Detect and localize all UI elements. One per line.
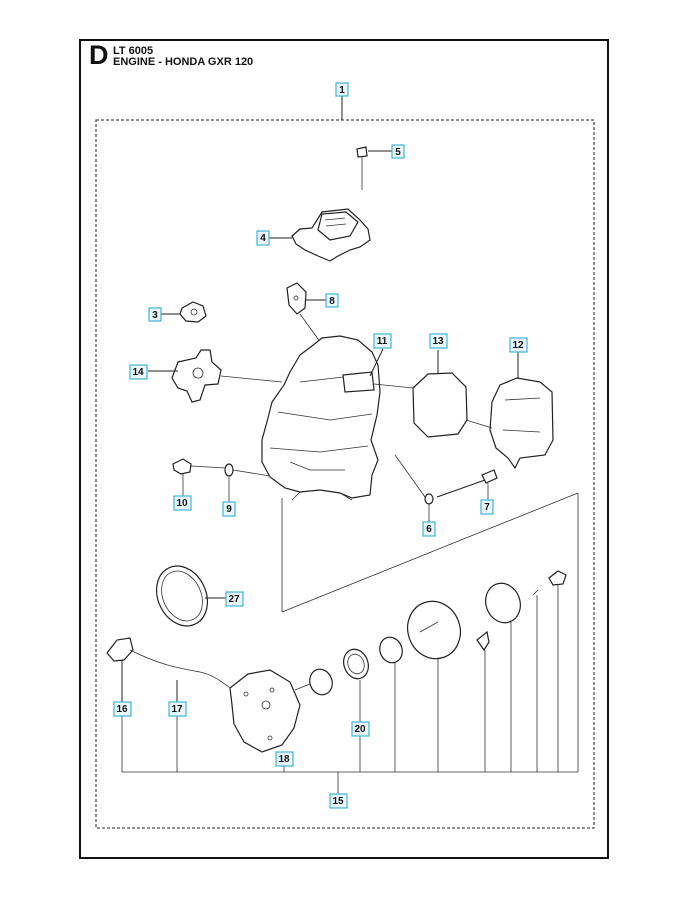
- part-dipstick: [436, 469, 498, 498]
- assembly-outline: [95, 119, 595, 829]
- callout-8: 8: [325, 293, 339, 308]
- svg-text:15: 15: [332, 796, 344, 807]
- callout-3: 3: [148, 307, 162, 322]
- callout-1: 1: [335, 82, 349, 97]
- part-starter-handle: [106, 637, 134, 662]
- callout-20: 20: [351, 721, 370, 737]
- svg-text:11: 11: [377, 336, 388, 347]
- svg-text:1: 1: [339, 85, 345, 96]
- callout-13: 13: [429, 333, 448, 349]
- callout-6: 6: [422, 521, 436, 537]
- svg-text:16: 16: [116, 704, 128, 715]
- svg-text:14: 14: [132, 367, 144, 378]
- part-friction-plate: [485, 582, 521, 624]
- svg-text:5: 5: [395, 147, 401, 158]
- part-small-gasket: [286, 282, 307, 315]
- callout-11: 11: [373, 333, 392, 349]
- svg-text:10: 10: [176, 498, 188, 509]
- callout-9: 9: [222, 501, 236, 517]
- part-plate: [379, 636, 403, 664]
- part-cover: [291, 208, 371, 262]
- svg-text:13: 13: [432, 336, 444, 347]
- part-o-ring: [224, 463, 234, 477]
- part-screw: [356, 146, 368, 190]
- part-gasket-13: [412, 372, 468, 438]
- svg-text:6: 6: [426, 524, 432, 535]
- part-recoil-housing: [229, 669, 301, 753]
- callout-5: 5: [391, 144, 405, 159]
- svg-text:18: 18: [278, 754, 290, 765]
- part-recoil-reel: [343, 648, 369, 680]
- callout-14: 14: [129, 364, 148, 380]
- part-engine-block: [261, 335, 381, 501]
- callout-4: 4: [256, 230, 270, 246]
- callout-7: 7: [480, 499, 494, 515]
- callout-10: 10: [173, 495, 192, 511]
- part-spring-cup: [309, 668, 333, 696]
- page-frame: [79, 39, 609, 859]
- section-letter: D: [89, 40, 109, 70]
- callout-12: 12: [509, 337, 528, 353]
- svg-text:7: 7: [484, 502, 490, 513]
- callout-17: 17: [168, 701, 187, 717]
- callout-16: 16: [113, 701, 132, 717]
- svg-text:9: 9: [226, 504, 232, 515]
- part-nut: [179, 301, 207, 323]
- part-flywheel-ring: [156, 565, 208, 627]
- svg-text:20: 20: [354, 724, 366, 735]
- model-number: LT 6005: [113, 45, 154, 57]
- part-air-filter-cover: [489, 377, 554, 470]
- part-nut-end: [548, 570, 567, 586]
- callout-27: 27: [225, 591, 244, 607]
- callout-15: 15: [329, 793, 348, 809]
- svg-text:8: 8: [329, 296, 335, 307]
- part-plug-cap: [172, 458, 192, 475]
- svg-text:12: 12: [512, 340, 524, 351]
- part-ratchet: [476, 630, 490, 652]
- section-title: ENGINE - HONDA GXR 120: [113, 56, 254, 68]
- callout-18: 18: [275, 751, 294, 767]
- part-starter-pulley: [407, 600, 461, 660]
- svg-text:27: 27: [228, 594, 240, 605]
- part-carburetor: [171, 349, 222, 403]
- part-washer: [424, 493, 434, 505]
- svg-text:3: 3: [152, 310, 158, 321]
- part-starter-rope: [129, 649, 237, 693]
- svg-text:4: 4: [260, 233, 266, 244]
- svg-text:17: 17: [171, 704, 183, 715]
